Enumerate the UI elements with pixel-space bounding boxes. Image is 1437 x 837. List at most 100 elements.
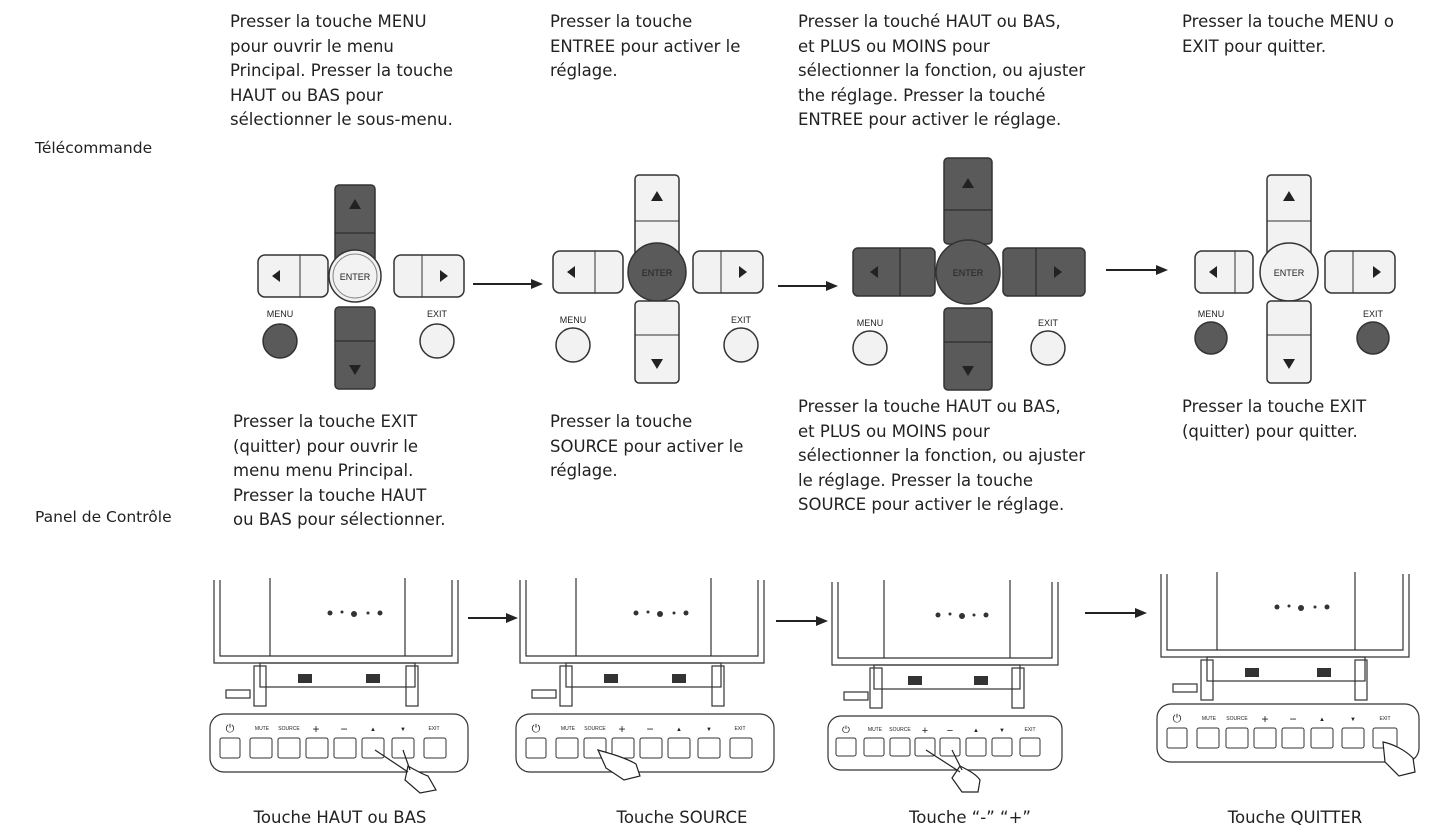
left-key[interactable] <box>1194 250 1254 294</box>
svg-text:▼: ▼ <box>999 728 1005 734</box>
enter-key[interactable] <box>935 239 1001 305</box>
panel-caption-4: Touche QUITTER <box>1227 808 1363 827</box>
svg-text:+: + <box>618 722 625 736</box>
panel-arrow-2 <box>776 616 828 626</box>
button-strip: ⏻ MUTE SOURCE + − ▲ ▼ EXIT <box>827 715 1063 771</box>
svg-text:MENU: MENU <box>857 318 884 328</box>
panel-step3-text: Presser la touche HAUT ou BAS, et PLUS o… <box>798 397 1086 514</box>
svg-text:ENTER: ENTER <box>642 268 673 278</box>
svg-text:EXIT: EXIT <box>1379 716 1390 722</box>
panel-arrow-3 <box>1085 608 1147 618</box>
svg-text:−: − <box>1289 712 1296 726</box>
panel-caption-1: Touche HAUT ou BAS <box>253 808 427 827</box>
hand-icon <box>925 749 981 793</box>
menu-key[interactable] <box>262 323 298 359</box>
svg-text:+: + <box>922 725 928 737</box>
remote-pad-2: ENTER MENU EXIT <box>552 174 764 384</box>
svg-text:MENU: MENU <box>267 309 294 319</box>
svg-text:MUTE: MUTE <box>255 726 270 732</box>
svg-text:+: + <box>312 722 319 736</box>
svg-text:SOURCE: SOURCE <box>1226 716 1248 722</box>
svg-text:EXIT: EXIT <box>734 726 745 732</box>
exit-key[interactable] <box>1030 330 1066 366</box>
panel-step1-text: Presser la touche EXIT (quitter) pour ou… <box>233 412 446 529</box>
menu-key[interactable] <box>852 330 888 366</box>
power-icon: ⏻ <box>532 723 541 735</box>
svg-text:MUTE: MUTE <box>561 726 576 732</box>
down-key[interactable] <box>943 307 993 391</box>
remote-pad-3: ENTER MENU EXIT <box>852 157 1086 391</box>
svg-text:+: + <box>1261 712 1268 726</box>
monitor-back <box>213 578 459 707</box>
right-key[interactable] <box>1002 247 1086 297</box>
svg-text:MENU: MENU <box>560 315 587 325</box>
svg-text:MUTE: MUTE <box>868 727 883 733</box>
enter-key[interactable] <box>328 249 382 303</box>
svg-text:▲: ▲ <box>1319 717 1325 723</box>
svg-text:EXIT: EXIT <box>427 309 448 319</box>
panel-step2-text: Presser la touche SOURCE pour activer le… <box>550 412 744 480</box>
down-key[interactable] <box>334 306 376 390</box>
remote-step2-text: Presser la touche ENTREE pour activer le… <box>550 12 741 80</box>
svg-text:▼: ▼ <box>400 727 406 733</box>
left-key[interactable] <box>257 254 329 298</box>
button-strip: ⏻ MUTE SOURCE + − ▲ ▼ EXIT <box>209 713 469 773</box>
exit-key[interactable] <box>723 327 759 363</box>
svg-text:−: − <box>646 722 653 736</box>
down-key[interactable] <box>634 300 680 384</box>
svg-text:ENTER: ENTER <box>1274 268 1305 278</box>
svg-text:▲: ▲ <box>370 727 376 733</box>
left-key[interactable] <box>552 250 624 294</box>
panel-row-label: Panel de Contrôle <box>35 508 172 526</box>
remote-step1-text: Presser la touche MENU pour ouvrir le me… <box>230 12 454 129</box>
remote-arrow-2 <box>778 281 838 291</box>
svg-text:▼: ▼ <box>706 727 712 733</box>
remote-arrow-3 <box>1106 265 1168 275</box>
svg-text:▲: ▲ <box>676 727 682 733</box>
power-icon: ⏻ <box>1173 713 1182 725</box>
svg-text:ENTER: ENTER <box>340 272 371 282</box>
right-key[interactable] <box>393 254 465 298</box>
remote-step4-text: Presser la touche MENU o EXIT pour quitt… <box>1182 12 1394 56</box>
svg-text:MUTE: MUTE <box>1202 716 1217 722</box>
button-strip: ⏻ MUTE SOURCE + − ▲ ▼ EXIT <box>1156 703 1420 763</box>
panel-arrow-1 <box>468 613 518 623</box>
power-icon: ⏻ <box>842 725 850 736</box>
menu-key[interactable] <box>555 327 591 363</box>
svg-text:SOURCE: SOURCE <box>889 727 911 733</box>
panel-caption-3: Touche “-” “+” <box>909 808 1031 827</box>
down-key[interactable] <box>1266 300 1312 384</box>
left-key[interactable] <box>852 247 936 297</box>
svg-text:−: − <box>340 722 347 736</box>
remote-step3-text: Presser la touché HAUT ou BAS, et PLUS o… <box>798 12 1086 129</box>
remote-pad-1: ENTER MENU EXIT <box>257 184 465 390</box>
panel-caption-2: Touche SOURCE <box>616 808 748 827</box>
control-panel-1: ⏻ MUTE SOURCE + − ▲ ▼ EXIT <box>209 578 469 794</box>
right-key[interactable] <box>692 250 764 294</box>
svg-text:−: − <box>947 725 953 737</box>
exit-key[interactable] <box>419 323 455 359</box>
hand-icon <box>1382 741 1416 777</box>
svg-text:▲: ▲ <box>973 728 979 734</box>
remote-arrow-1 <box>473 279 543 289</box>
svg-text:EXIT: EXIT <box>428 726 439 732</box>
right-key[interactable] <box>1324 250 1396 294</box>
panel-step4-text: Presser la touche EXIT (quitter) pour qu… <box>1182 397 1367 441</box>
menu-key[interactable] <box>1194 321 1228 355</box>
svg-text:EXIT: EXIT <box>1038 318 1059 328</box>
svg-text:▼: ▼ <box>1350 717 1356 723</box>
svg-text:EXIT: EXIT <box>1024 727 1035 733</box>
hand-icon <box>374 749 437 794</box>
svg-text:SOURCE: SOURCE <box>278 726 300 732</box>
svg-text:SOURCE: SOURCE <box>584 726 606 732</box>
svg-text:EXIT: EXIT <box>1363 309 1384 319</box>
power-icon: ⏻ <box>226 723 235 735</box>
control-panel-2: ⏻ MUTE SOURCE + − ▲ ▼ EXIT <box>515 578 775 781</box>
up-key[interactable] <box>943 157 993 245</box>
svg-text:EXIT: EXIT <box>731 315 752 325</box>
svg-text:ENTER: ENTER <box>953 268 984 278</box>
remote-pad-4: ENTER MENU EXIT <box>1194 174 1396 384</box>
button-strip: ⏻ MUTE SOURCE + − ▲ ▼ EXIT <box>515 713 775 773</box>
exit-key[interactable] <box>1356 321 1390 355</box>
hand-icon <box>596 749 641 781</box>
